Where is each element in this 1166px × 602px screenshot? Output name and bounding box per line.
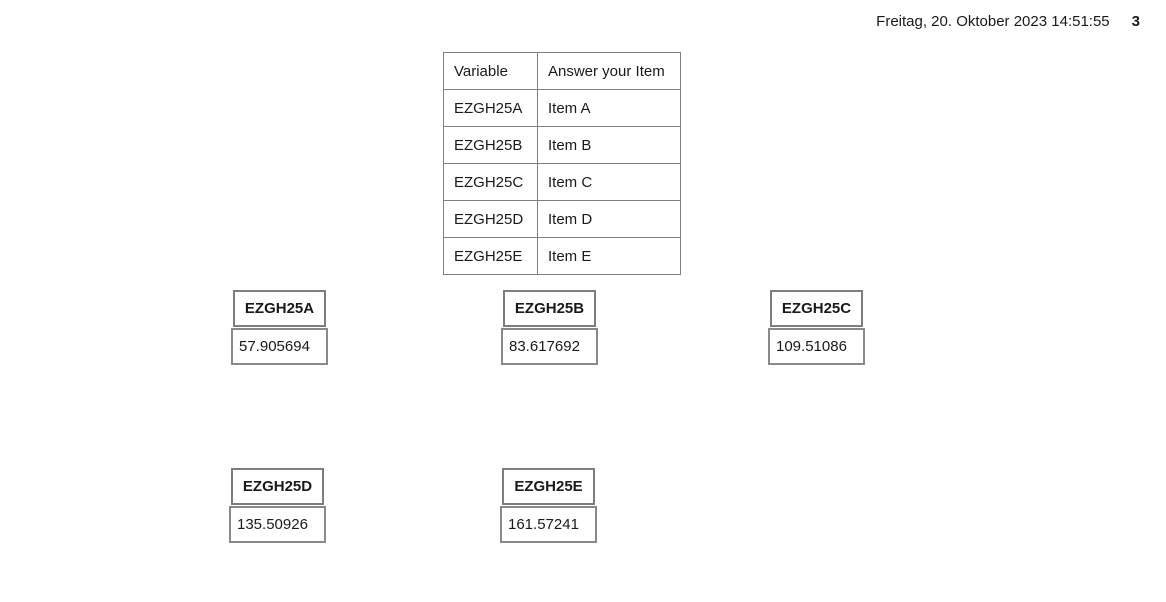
variable-name-label: EZGH25A [233,290,326,327]
table-row: EZGH25E Item E [443,237,681,275]
variable-name-label: EZGH25D [231,468,324,505]
answer-cell: Item E [537,237,681,275]
answer-cell: Item B [537,126,681,164]
variable-box-ezgh25e: EZGH25E 161.57241 [500,468,597,543]
table-header-row: Variable Answer your Item [443,52,681,90]
variable-cell: EZGH25A [443,89,538,127]
variable-value: 57.905694 [231,328,328,365]
variable-value: 135.50926 [229,506,326,543]
page-number: 3 [1131,13,1140,30]
variable-box-ezgh25a: EZGH25A 57.905694 [231,290,328,365]
variable-value: 109.51086 [768,328,865,365]
variable-box-ezgh25b: EZGH25B 83.617692 [501,290,598,365]
table-row: EZGH25D Item D [443,200,681,238]
variable-value: 83.617692 [501,328,598,365]
answer-cell: Item A [537,89,681,127]
table-row: EZGH25B Item B [443,126,681,164]
variable-cell: EZGH25E [443,237,538,275]
variable-name-label: EZGH25B [503,290,596,327]
column-header-answer: Answer your Item [537,52,681,90]
variable-value: 161.57241 [500,506,597,543]
variable-mapping-table: Variable Answer your Item EZGH25A Item A… [443,52,681,275]
variable-name-label: EZGH25E [502,468,595,505]
page-datetime: Freitag, 20. Oktober 2023 14:51:55 [876,13,1110,30]
table-row: EZGH25C Item C [443,163,681,201]
table-row: EZGH25A Item A [443,89,681,127]
variable-box-ezgh25c: EZGH25C 109.51086 [768,290,865,365]
variable-box-ezgh25d: EZGH25D 135.50926 [229,468,326,543]
variable-cell: EZGH25C [443,163,538,201]
answer-cell: Item C [537,163,681,201]
variable-cell: EZGH25B [443,126,538,164]
column-header-variable: Variable [443,52,538,90]
answer-cell: Item D [537,200,681,238]
variable-cell: EZGH25D [443,200,538,238]
variable-name-label: EZGH25C [770,290,863,327]
page-header: Freitag, 20. Oktober 2023 14:51:55 3 [876,13,1140,30]
